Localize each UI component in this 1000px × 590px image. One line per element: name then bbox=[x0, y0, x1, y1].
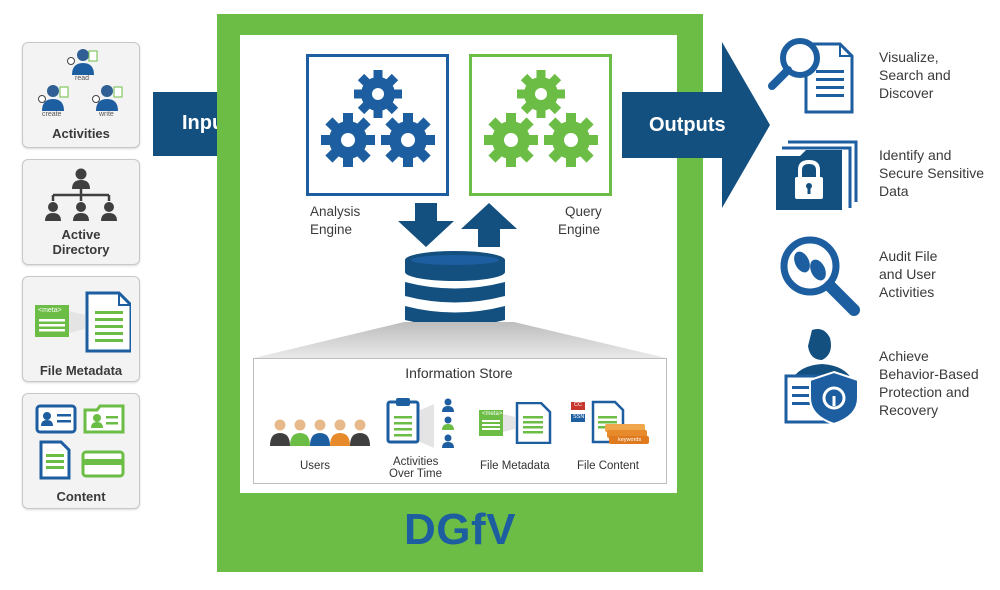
outputs-label: Outputs bbox=[649, 114, 726, 136]
input-card-file-metadata: <meta> File Metadata bbox=[22, 276, 140, 382]
store-file-metadata-label: File Metadata bbox=[480, 460, 550, 472]
query-engine-label-line2: Engine bbox=[558, 222, 601, 237]
input-card-activities: read create write Activities bbox=[22, 42, 140, 148]
store-file-content-label: File Content bbox=[577, 460, 640, 472]
output-3-line1: Audit File bbox=[879, 248, 938, 264]
output-4-line3: Protection and bbox=[879, 384, 970, 400]
store-meta-tag: <meta> bbox=[482, 411, 503, 417]
content-tag-ssn: SSN bbox=[573, 414, 585, 420]
content-tag-keywords: keywords bbox=[618, 437, 642, 443]
lock-folder-icon bbox=[776, 140, 858, 210]
store-activities-label-line1: Activities bbox=[393, 456, 439, 468]
output-1-line2: Search and bbox=[879, 67, 951, 83]
activities-label: Activities bbox=[52, 126, 110, 141]
query-engine-box bbox=[469, 54, 612, 196]
store-users-label: Users bbox=[300, 460, 331, 472]
protected-user-icon bbox=[784, 329, 859, 424]
content-label: Content bbox=[56, 489, 106, 504]
active-directory-label-line1: Active bbox=[61, 227, 101, 242]
activities-icon bbox=[38, 49, 123, 111]
store-file-content-icon bbox=[571, 400, 649, 444]
content-tag-cc: CC bbox=[574, 402, 582, 408]
database-icon bbox=[405, 251, 505, 327]
meta-tag: <meta> bbox=[38, 307, 62, 314]
output-1-line3: Discover bbox=[879, 85, 934, 101]
output-4-line4: Recovery bbox=[879, 402, 939, 418]
input-card-active-directory: Active Directory bbox=[22, 159, 140, 265]
content-icon bbox=[35, 404, 125, 480]
store-file-metadata-icon bbox=[479, 402, 552, 444]
file-metadata-icon bbox=[35, 291, 131, 353]
activity-write-label: write bbox=[99, 111, 114, 118]
output-2-line3: Data bbox=[879, 183, 909, 199]
magnifier-document-icon bbox=[768, 38, 854, 114]
analysis-engine-box bbox=[306, 54, 449, 196]
outputs-arrow bbox=[622, 42, 770, 208]
query-engine-label-line1: Query bbox=[565, 204, 602, 219]
org-chart-icon bbox=[45, 168, 117, 221]
store-activities-label-line2: Over Time bbox=[389, 468, 443, 480]
output-3-line3: Activities bbox=[879, 284, 935, 300]
product-name: DGfV bbox=[404, 505, 516, 554]
analysis-engine-label-line2: Engine bbox=[310, 222, 353, 237]
file-metadata-label: File Metadata bbox=[39, 363, 123, 378]
activity-read-label: read bbox=[75, 75, 90, 82]
up-arrow bbox=[461, 203, 517, 247]
output-2-line2: Secure Sensitive bbox=[879, 165, 985, 181]
analysis-engine-label-line1: Analysis bbox=[310, 204, 361, 219]
down-arrow bbox=[398, 203, 454, 247]
activities-over-time-icon bbox=[386, 398, 454, 448]
output-1-line1: Visualize, bbox=[879, 49, 939, 65]
activity-create-label: create bbox=[42, 111, 62, 118]
output-4-line1: Achieve bbox=[879, 348, 929, 364]
output-3-line2: and User bbox=[879, 266, 936, 282]
output-2-line1: Identify and bbox=[879, 147, 952, 163]
input-card-content: Content bbox=[22, 393, 140, 509]
output-4-line2: Behavior-Based bbox=[879, 366, 979, 382]
store-funnel-shade bbox=[254, 322, 666, 358]
users-group-icon bbox=[270, 419, 370, 446]
information-store-title: Information Store bbox=[405, 365, 513, 381]
footprint-magnifier-icon bbox=[780, 236, 860, 316]
active-directory-label-line2: Directory bbox=[52, 242, 110, 257]
